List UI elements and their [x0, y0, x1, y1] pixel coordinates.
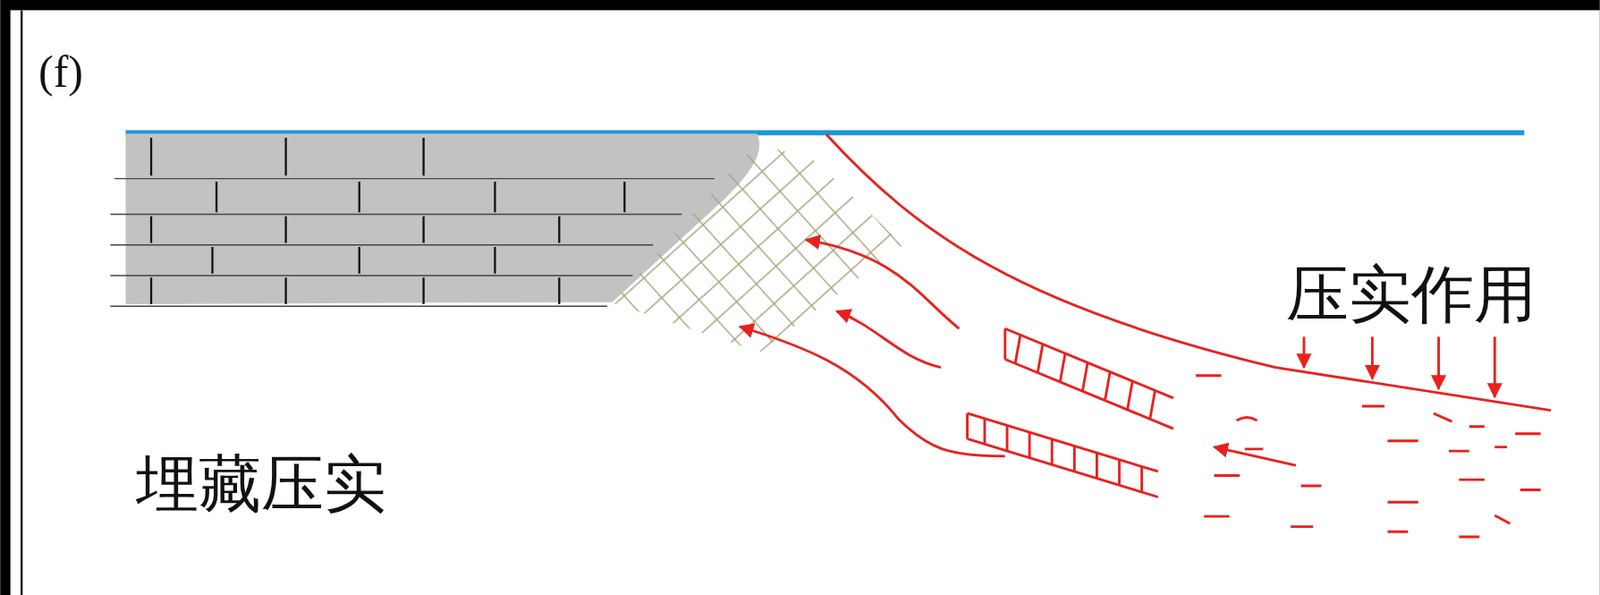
process-label: 埋藏压实 — [135, 452, 387, 516]
process-label: 压实作用 — [1286, 262, 1537, 326]
ladder-strata — [967, 328, 1174, 497]
sediment-dashes — [1195, 375, 1541, 537]
limestone-joints — [151, 137, 625, 305]
panel-label: (f) — [38, 49, 84, 94]
frame-ground — [10, 9, 1600, 595]
compaction-boundary — [826, 135, 1551, 411]
frame-line — [20, 9, 23, 595]
